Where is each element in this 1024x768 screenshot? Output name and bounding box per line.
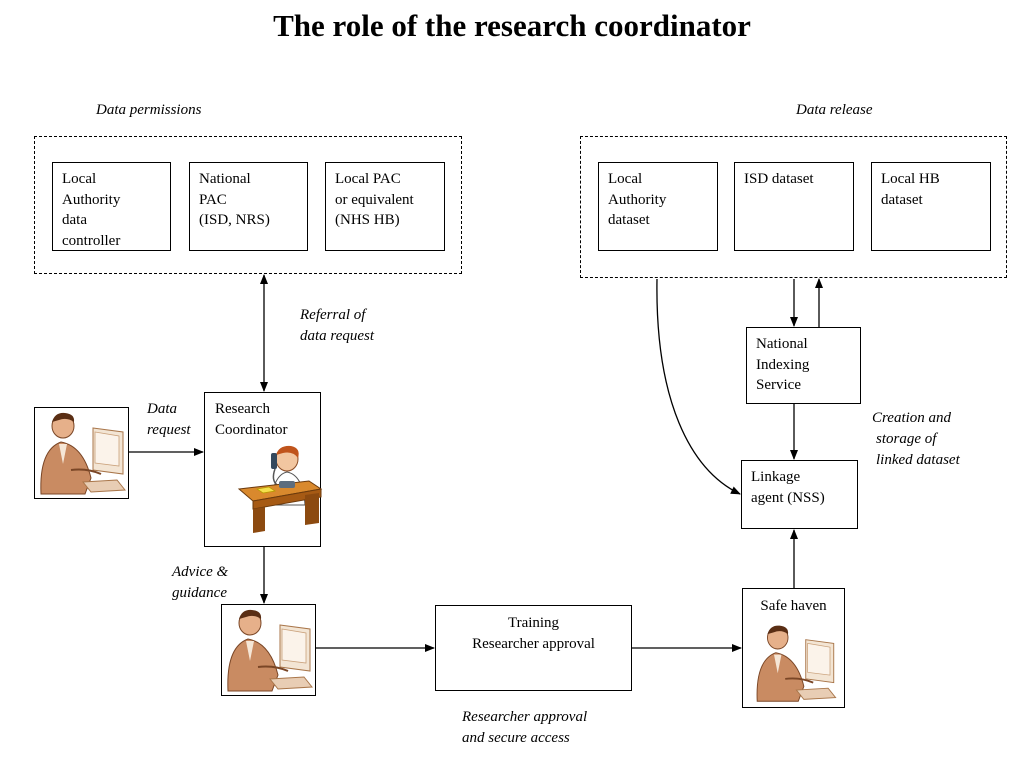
linkage-line: Linkage — [751, 469, 801, 485]
coordinator-line: Coordinator — [215, 421, 288, 438]
coordinator-line: Research — [215, 401, 270, 417]
researcher-box — [34, 407, 129, 499]
caption-creation-line-3: linked dataset — [876, 452, 960, 468]
permission-line: Local PAC — [335, 171, 401, 187]
permission-line: controller — [62, 232, 121, 249]
data-permissions-group — [34, 136, 462, 274]
release-line: ISD dataset — [744, 171, 814, 187]
caption-data-request-line-1: Data — [147, 401, 177, 417]
permission-line: data — [62, 212, 87, 228]
release-line: Local HB — [881, 171, 940, 187]
caption-advice-line-1: Advice & — [172, 564, 229, 580]
permission-line: National — [199, 171, 251, 187]
page-title: The role of the research coordinator — [273, 8, 751, 43]
caption-referral: Referral of data request — [300, 305, 374, 347]
permission-line: (ISD, NRS) — [199, 212, 270, 228]
person-at-computer-icon — [756, 625, 837, 702]
training-box: Training Researcher approval — [435, 605, 632, 691]
safe-haven-label: Safe haven — [760, 598, 827, 614]
caption-advice-line-2: guidance — [172, 585, 227, 601]
caption-creation-line-2: storage of — [876, 431, 937, 447]
linkage-line: agent (NSS) — [751, 489, 825, 506]
release-local-hb-box: Local HB dataset — [871, 162, 991, 251]
permission-national-pac-box: National PAC (ISD, NRS) — [189, 162, 308, 251]
researcher-advised-box — [221, 604, 316, 696]
caption-data-request-line-2: request — [147, 422, 191, 438]
release-line: Local — [608, 171, 643, 187]
permission-line: Local — [62, 171, 97, 187]
linkage-agent-box: Linkage agent (NSS) — [741, 460, 858, 529]
arrow-la-dataset-to-linkage — [656, 278, 741, 495]
indexing-line: Indexing — [756, 356, 810, 373]
permission-line: (NHS HB) — [335, 212, 400, 228]
safe-haven-box: Safe haven — [742, 588, 845, 708]
release-isd-box: ISD dataset — [734, 162, 854, 251]
indexing-line: Service — [756, 377, 801, 393]
national-indexing-service-box: National Indexing Service — [746, 327, 861, 404]
permission-line: or equivalent — [335, 191, 414, 208]
permission-line: PAC — [199, 191, 227, 208]
caption-data-request: Data request — [147, 399, 191, 441]
research-coordinator-box: Research Coordinator — [204, 392, 323, 547]
caption-data-permissions: Data permissions — [96, 102, 202, 118]
indexing-line: National — [756, 336, 808, 352]
training-line: Researcher approval — [472, 635, 595, 652]
person-at-computer-icon — [40, 412, 126, 495]
release-line: Authority — [608, 191, 667, 208]
release-line: dataset — [881, 191, 923, 208]
person-on-phone-at-desk-icon — [237, 445, 323, 533]
caption-secure-access: Researcher approval and secure access — [462, 707, 587, 749]
caption-advice: Advice & guidance — [172, 562, 228, 604]
person-at-computer-icon — [227, 609, 313, 692]
caption-data-release: Data release — [796, 102, 873, 118]
caption-secure-access-line-1: Researcher approval — [462, 709, 588, 725]
permission-local-pac-box: Local PAC or equivalent (NHS HB) — [325, 162, 445, 251]
caption-creation: Creation and storage of linked dataset — [872, 408, 960, 471]
caption-creation-line-1: Creation and — [872, 410, 952, 426]
caption-secure-access-line-2: and secure access — [462, 730, 570, 746]
data-release-group — [580, 136, 1007, 278]
permission-local-authority-box: Local Authority data controller — [52, 162, 171, 251]
release-line: dataset — [608, 212, 650, 228]
permission-line: Authority — [62, 191, 121, 208]
caption-referral-line-2: data request — [300, 328, 375, 344]
caption-referral-line-1: Referral of — [300, 307, 366, 323]
release-local-authority-box: Local Authority dataset — [598, 162, 718, 251]
training-line: Training — [507, 615, 560, 631]
